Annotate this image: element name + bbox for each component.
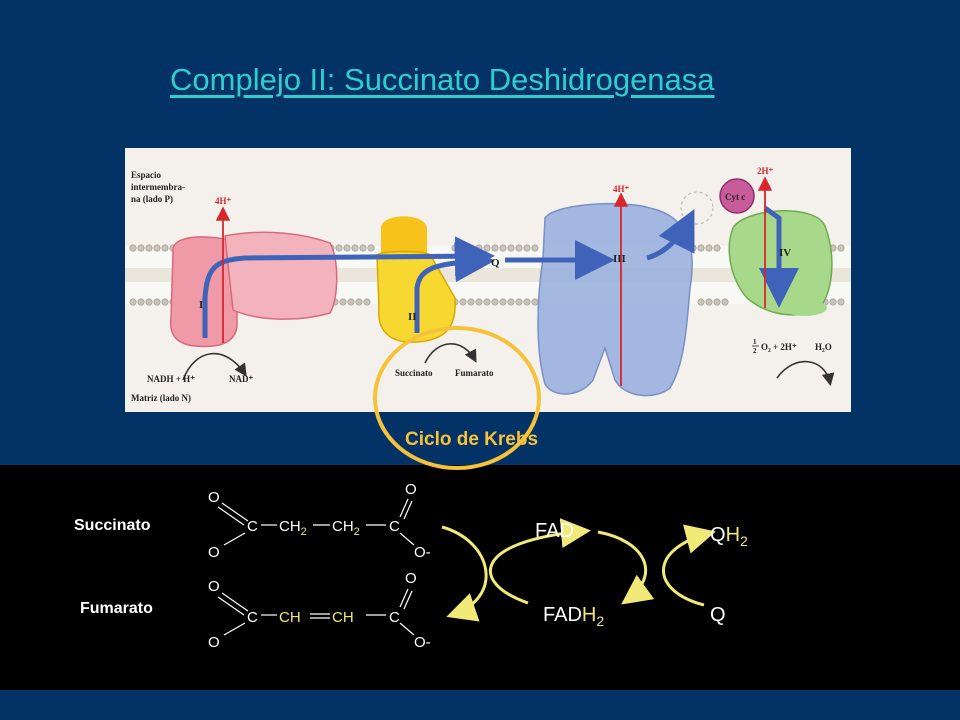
fumarato-figure-label: Fumarato [455, 368, 494, 378]
fumarato-structure: O O C CH CH C O O- [208, 570, 431, 651]
proton-label-2: 4H⁺ [613, 184, 630, 194]
krebs-cycle-label: Ciclo de Krebs [405, 429, 539, 450]
svg-text:O: O [405, 481, 417, 498]
reaction-diagram: Succinato Fumarato O O C CH2 CH2 C O O- [74, 481, 748, 651]
svg-text:C: C [247, 518, 258, 535]
redox-arrows [441, 518, 716, 622]
cytochrome-c [719, 178, 755, 214]
succinato-label: Succinato [74, 517, 151, 534]
matrix-label: Matriz (lado N) [131, 393, 191, 403]
substrate-arrows [182, 343, 835, 387]
nadh-label: NADH + H⁺ [147, 374, 195, 384]
complex-ii-label: II [408, 311, 417, 323]
fumarato-label: Fumarato [80, 600, 153, 617]
svg-text:O: O [208, 634, 220, 651]
q-label: Q [710, 604, 726, 626]
nad-label: NAD⁺ [229, 374, 253, 384]
svg-text:CH: CH [332, 609, 354, 626]
space-label-line-3: na (lado P) [131, 194, 173, 204]
svg-text:C: C [389, 518, 400, 535]
reaction-panel: Succinato Fumarato O O C CH2 CH2 C O O- [0, 465, 960, 690]
fad-label: FAD [535, 520, 574, 542]
svg-text:O: O [208, 578, 220, 595]
svg-text:O: O [405, 570, 417, 587]
svg-text:O-: O- [414, 634, 431, 651]
svg-text:CH2: CH2 [279, 518, 307, 538]
oxygen-frac-den: 2 [753, 347, 757, 355]
fadh2-label: FADH2 [543, 604, 604, 629]
qh2-label: QH2 [710, 524, 748, 549]
space-label-line-1: Espacio [131, 170, 162, 180]
space-label-line-2: intermembra- [131, 182, 185, 192]
complex-i-label: I [199, 299, 203, 311]
oxygen-label: O₂ + 2H⁺ [761, 342, 797, 352]
svg-text:O: O [208, 544, 220, 561]
slide-title: Complejo II: Succinato Deshidrogenasa [170, 62, 715, 97]
svg-text:O: O [208, 489, 220, 506]
proton-arrows [215, 176, 773, 386]
complex-i [169, 231, 338, 348]
cyt-c-label: Cyt c [725, 192, 745, 202]
electron-flow-arrows [202, 205, 799, 338]
svg-text:C: C [247, 609, 258, 626]
svg-text:C: C [389, 609, 400, 626]
proton-label-1: 4H⁺ [215, 196, 232, 206]
proton-label-3: 2H⁺ [757, 166, 774, 176]
svg-text:CH2: CH2 [332, 518, 360, 538]
svg-text:O-: O- [414, 544, 431, 561]
succinato-figure-label: Succinato [395, 368, 433, 378]
membrane-figure: Espacio intermembra- na (lado P) Matriz … [125, 148, 851, 412]
complex-iii-label: III [613, 253, 626, 265]
oxygen-frac-num: 1 [753, 338, 757, 346]
complex-iv-label: IV [779, 247, 791, 259]
water-label: H₂O [815, 342, 832, 352]
svg-text:CH: CH [279, 609, 301, 626]
q-label: Q [491, 257, 500, 269]
succinato-structure: O O C CH2 CH2 C O O- [208, 481, 431, 561]
complex-iii [537, 202, 693, 397]
